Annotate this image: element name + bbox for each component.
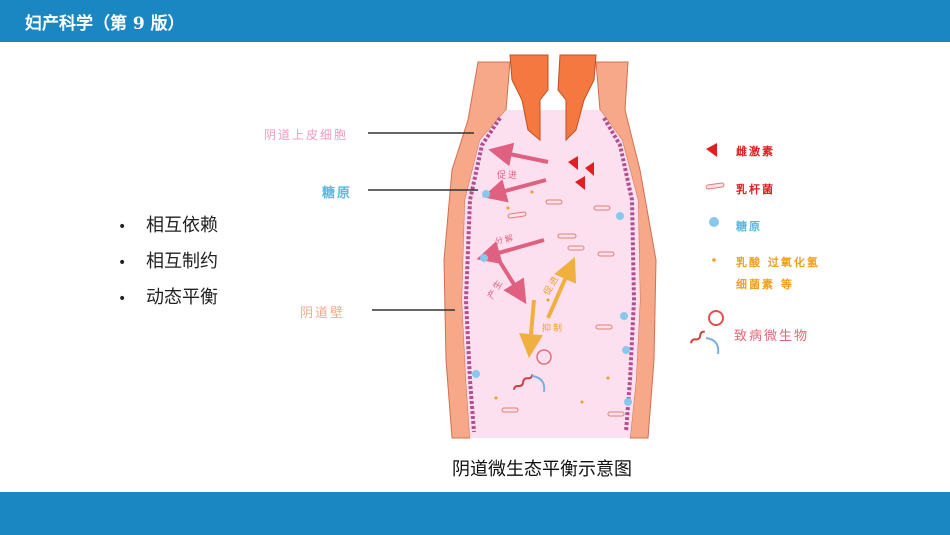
legend-estrogen: 雌激素 (736, 145, 775, 158)
legend-glycogen-icon (709, 217, 719, 227)
produce-arrow (498, 260, 527, 305)
diagram-caption: 阴道微生态平衡示意图 (452, 459, 632, 480)
legend-glycogen: 糖原 (736, 220, 762, 233)
legend-pathogen: 致病微生物 (734, 329, 810, 344)
vaginal-wall-right (595, 61, 657, 439)
pathogen-chain (512, 374, 534, 390)
promote-arrow-2 (482, 178, 547, 203)
epithelium-left (463, 116, 502, 433)
header-bar: 妇产科学（第 9 版） (0, 0, 950, 42)
decompose-arrow (476, 238, 545, 265)
inhibit-arrow (519, 299, 543, 358)
bullet-text: 动态平衡 (146, 287, 218, 308)
label-inhibit: 抑制 (542, 324, 565, 334)
legend-lactobacillus-icon (705, 182, 725, 190)
pathogen-cell (536, 349, 552, 365)
legend-lactic-acid: 乳酸 过氧化氢 (736, 256, 820, 269)
legend-pathogen-curve-icon (705, 337, 720, 355)
label-epithelium: 阴道上皮细胞 (264, 128, 349, 142)
bullet-text: 相互依赖 (146, 215, 218, 236)
promote-arrow-1 (488, 142, 549, 167)
legend-lactobacillus: 乳杆菌 (736, 183, 775, 196)
legend-estrogen-icon (706, 143, 717, 157)
cervix-left (509, 54, 549, 142)
label-glycogen: 糖原 (322, 186, 353, 201)
cervix-right (557, 54, 597, 142)
bullet-item: •相互制约 (118, 251, 218, 272)
footer-bar (0, 492, 950, 535)
lactic-acid-dots (494, 190, 610, 404)
bullet-text: 相互制约 (146, 251, 218, 272)
legend-pathogen-cell-icon (708, 310, 724, 326)
legend-lactic-acid-icon (712, 258, 716, 262)
label-promote-1: 促进 (497, 171, 520, 181)
legend-pathogen-chain-icon (690, 330, 705, 344)
promote-arrow-3 (546, 257, 577, 319)
label-wall: 阴道壁 (300, 306, 346, 321)
bullet-list: •相互依赖 •相互制约 •动态平衡 (118, 213, 218, 321)
legend-bacteriocin: 细菌素 等 (736, 278, 794, 291)
pathogen-curve (531, 375, 546, 393)
page-title: 妇产科学（第 9 版） (25, 14, 185, 34)
estrogen-marker (575, 176, 585, 190)
epithelium-right (602, 116, 637, 433)
estrogen-marker (568, 156, 578, 170)
glycogen-dots (472, 190, 632, 406)
bullet-item: •动态平衡 (118, 287, 218, 308)
estrogen-marker (585, 162, 594, 176)
lactobacilli (501, 199, 625, 417)
bullet-item: •相互依赖 (118, 215, 218, 236)
